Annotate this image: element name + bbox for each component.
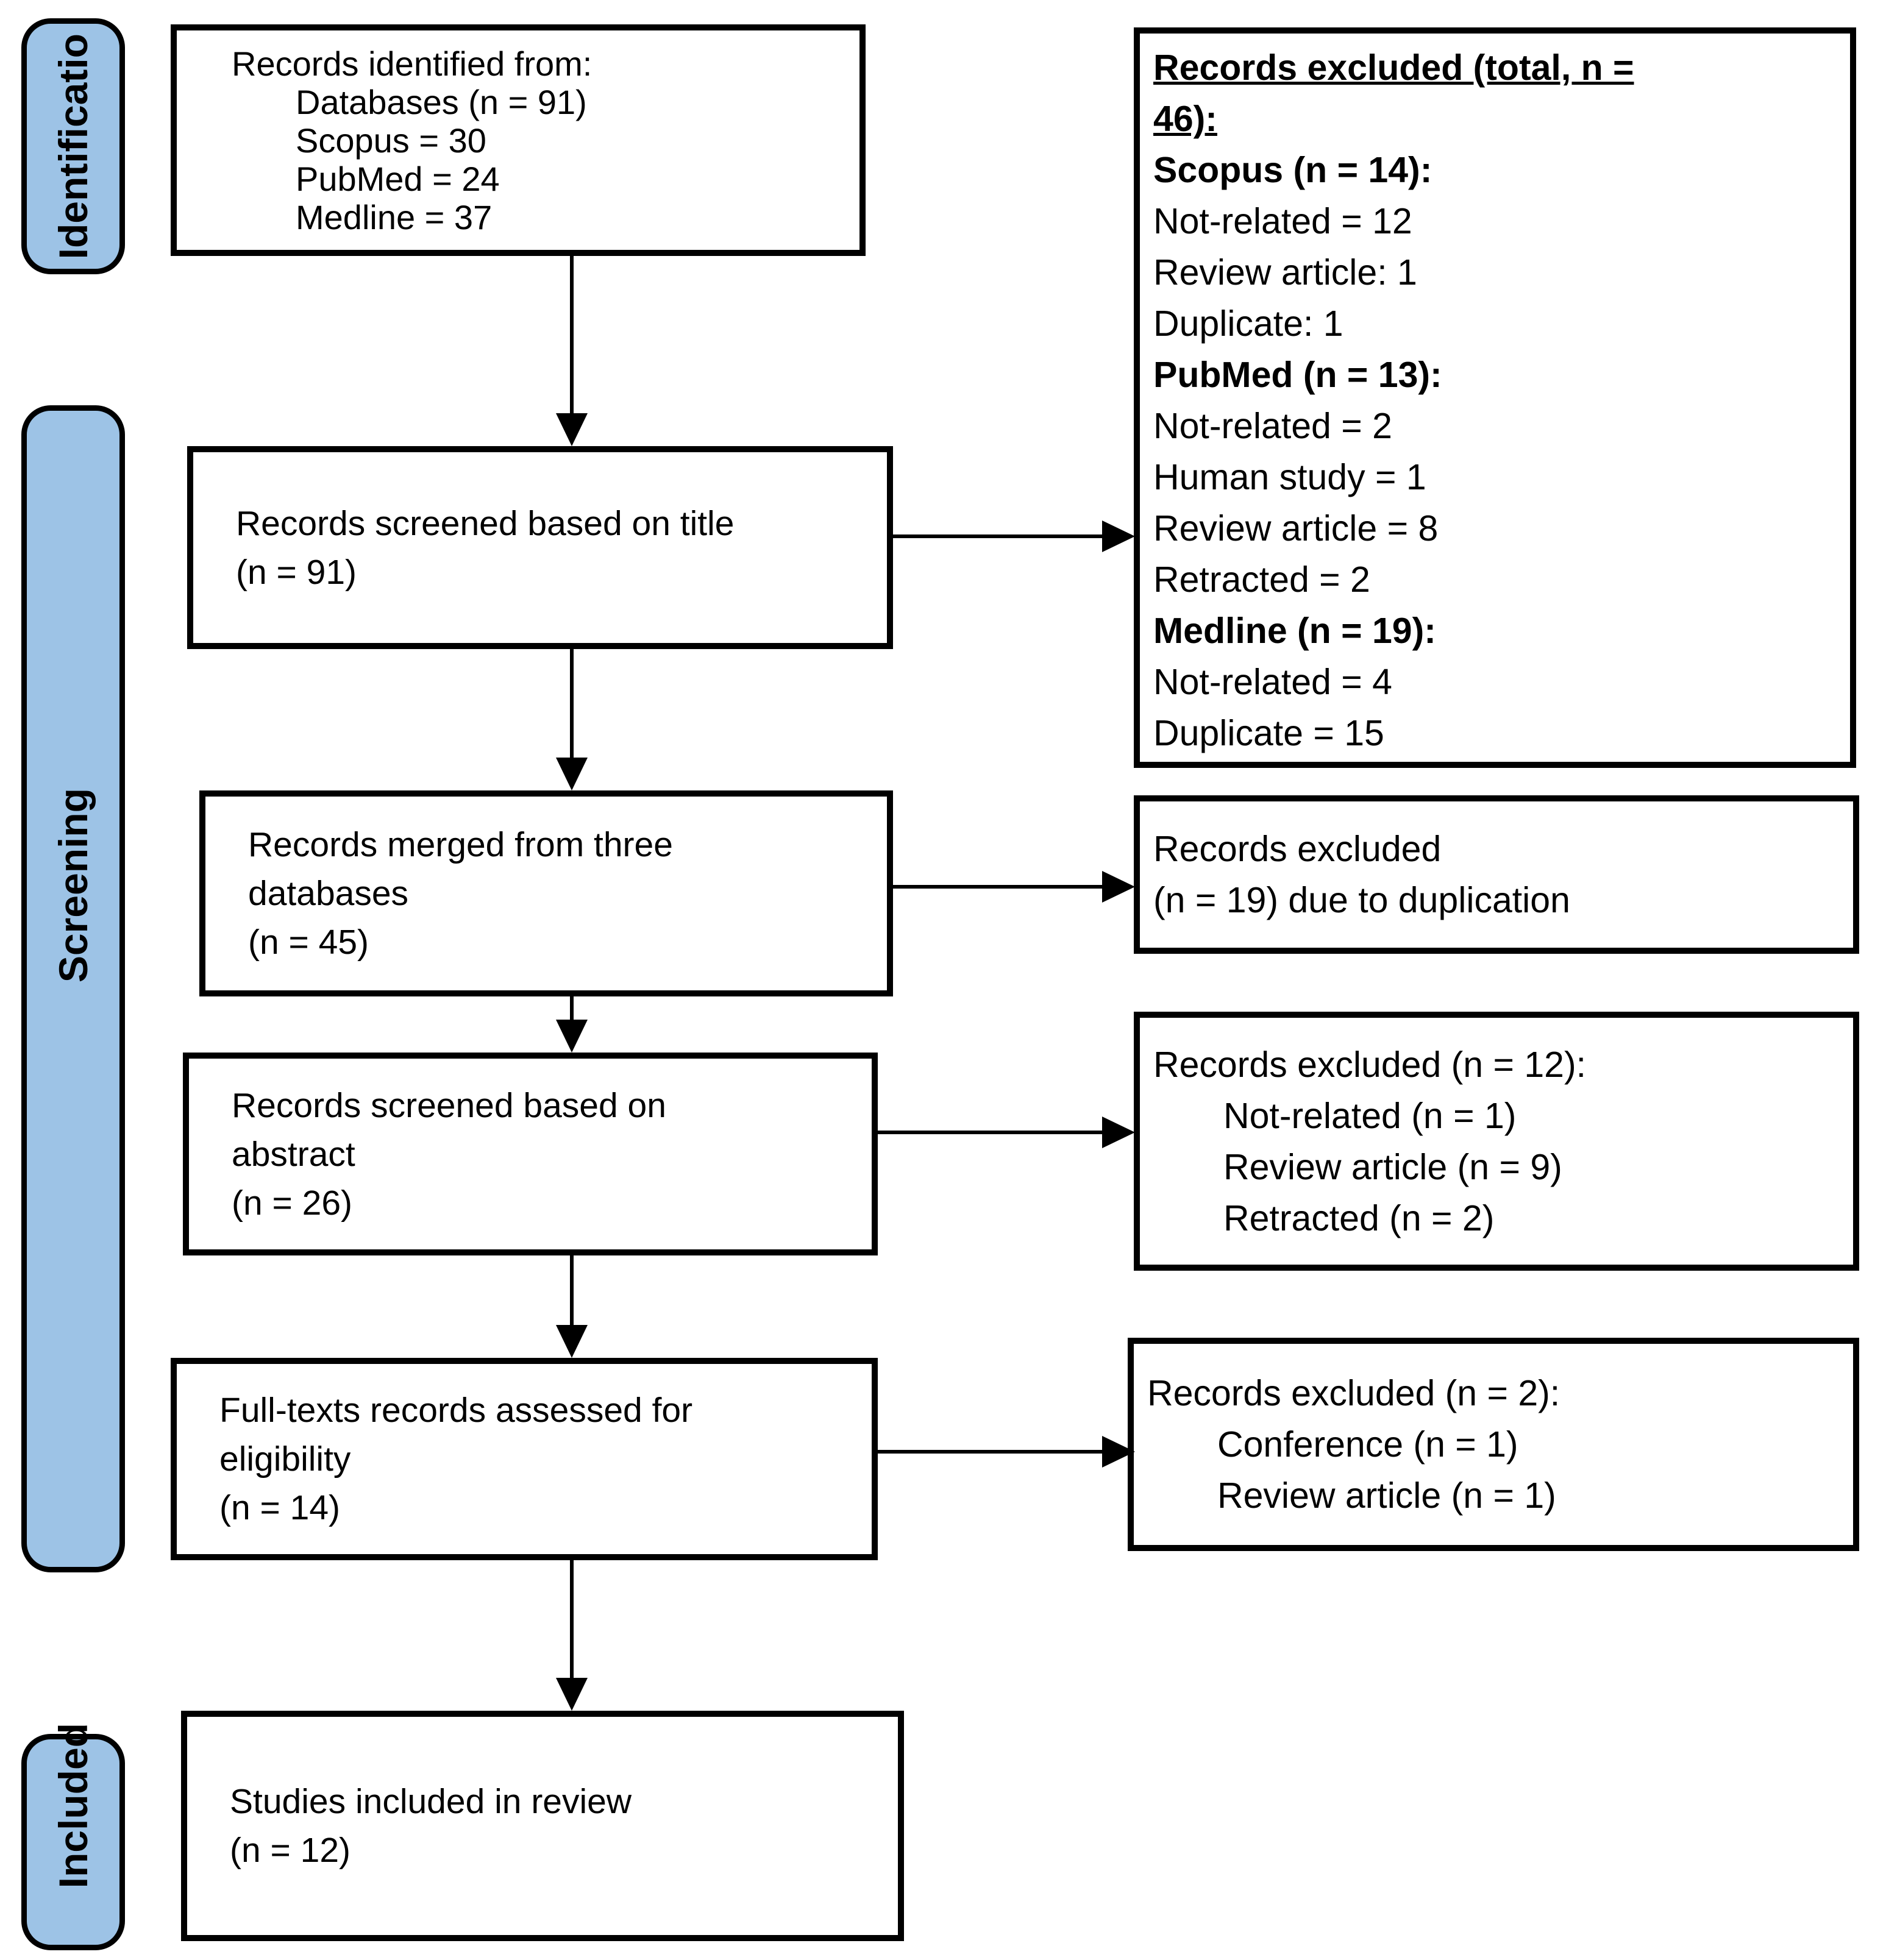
arrowhead-down-icon	[556, 1678, 588, 1711]
text-line: PubMed (n = 13):	[1153, 355, 1442, 395]
text-line: Records excluded (n = 12):	[1153, 1044, 1587, 1085]
text-line: Retracted (n = 2)	[1223, 1198, 1495, 1238]
text-line: Records screened based on title	[236, 503, 735, 543]
arrowhead-down-icon	[556, 1325, 588, 1358]
arrowhead-right-icon	[1102, 871, 1135, 903]
text-line: (n = 19) due to duplication	[1153, 880, 1570, 920]
text-line: eligibility	[219, 1440, 351, 1479]
flow-box-records-screened-title: Records screened based on title (n = 91)	[187, 446, 893, 649]
text-line: Scopus (n = 14):	[1153, 150, 1432, 190]
stage-label-included: Included	[51, 1722, 96, 1889]
text-line: Studies included in review	[230, 1782, 632, 1821]
text-line: 46):	[1153, 99, 1217, 139]
text-line: Review article = 8	[1153, 508, 1439, 549]
arrowhead-right-icon	[1102, 520, 1135, 552]
text-line: Records excluded (n = 2):	[1147, 1373, 1560, 1413]
arrow-fulltext-to-included	[570, 1560, 574, 1679]
arrow-merged-to-abstract	[570, 996, 574, 1021]
flow-box-studies-included: Studies included in review (n = 12)	[181, 1711, 904, 1941]
arrowhead-down-icon	[556, 758, 588, 790]
text-line: Not-related = 2	[1153, 406, 1392, 446]
text-line: (n = 12)	[230, 1831, 351, 1870]
stage-bar-identification: Identificatio	[21, 18, 125, 274]
text-line: Records screened based on	[232, 1085, 666, 1125]
text-line: Scopus = 30	[296, 121, 486, 160]
arrow-identified-to-title	[570, 256, 574, 416]
arrowhead-down-icon	[556, 1020, 588, 1053]
arrow-abstract-to-fulltext	[570, 1255, 574, 1326]
exclusion-box-duplication: Records excluded (n = 19) due to duplica…	[1134, 795, 1859, 954]
text-line: Not-related (n = 1)	[1223, 1095, 1517, 1136]
text-line: Review article (n = 9)	[1223, 1146, 1562, 1187]
text-line: Human study = 1	[1153, 457, 1426, 497]
text-line: Retracted = 2	[1153, 559, 1370, 600]
stage-bar-screening: Screening	[21, 405, 125, 1572]
text-line: Review article (n = 1)	[1217, 1475, 1556, 1516]
text-line: Duplicate: 1	[1153, 304, 1343, 344]
text-line: databases	[248, 874, 409, 913]
flow-box-records-screened-abstract: Records screened based on abstract (n = …	[183, 1053, 878, 1255]
arrowhead-right-icon	[1102, 1117, 1135, 1148]
arrow-fulltext-to-exclusion-fulltext	[878, 1450, 1103, 1454]
text-line: Medline (n = 19):	[1153, 611, 1436, 651]
flow-box-records-merged: Records merged from three databases (n =…	[199, 790, 893, 996]
flow-box-fulltext-assessed: Full-texts records assessed for eligibil…	[171, 1358, 878, 1560]
text-line: Medline = 37	[296, 197, 493, 236]
text-line: (n = 26)	[232, 1183, 353, 1223]
exclusion-box-fulltext: Records excluded (n = 2): Conference (n …	[1128, 1338, 1859, 1551]
stage-bar-included: Included	[21, 1723, 125, 1950]
arrow-merged-to-exclusion-duplication	[893, 885, 1103, 889]
text-line: Records merged from three	[248, 825, 673, 864]
arrow-abstract-to-exclusion-abstract	[878, 1131, 1103, 1134]
arrow-title-to-exclusion-total	[893, 534, 1103, 538]
text-line: (n = 14)	[219, 1488, 341, 1527]
flow-box-records-identified: Records identified from: Databases (n = …	[171, 24, 866, 256]
exclusion-box-total: Records excluded (total, n = 46): Scopus…	[1134, 27, 1856, 768]
text-line: Conference (n = 1)	[1217, 1424, 1518, 1465]
text-line: Duplicate = 15	[1153, 713, 1384, 753]
arrowhead-right-icon	[1102, 1436, 1135, 1468]
text-line: Records excluded	[1153, 829, 1442, 869]
text-line: Review article: 1	[1153, 252, 1417, 293]
text-line: (n = 91)	[236, 552, 357, 592]
text-line: Full-texts records assessed for	[219, 1391, 693, 1430]
text-line: (n = 45)	[248, 923, 369, 962]
text-line: Records excluded (total, n =	[1153, 48, 1634, 88]
text-line: abstract	[232, 1134, 355, 1174]
stage-label-identification: Identificatio	[51, 33, 96, 260]
text-line: Records identified from:	[232, 44, 592, 83]
stage-label-screening: Screening	[51, 787, 96, 983]
text-line: Not-related = 12	[1153, 201, 1412, 241]
text-line: Not-related = 4	[1153, 662, 1392, 702]
arrow-title-to-merged	[570, 649, 574, 759]
arrowhead-down-icon	[556, 413, 588, 446]
text-line: PubMed = 24	[296, 159, 500, 198]
exclusion-box-abstract: Records excluded (n = 12): Not-related (…	[1134, 1012, 1859, 1271]
text-line: Databases (n = 91)	[296, 82, 587, 121]
